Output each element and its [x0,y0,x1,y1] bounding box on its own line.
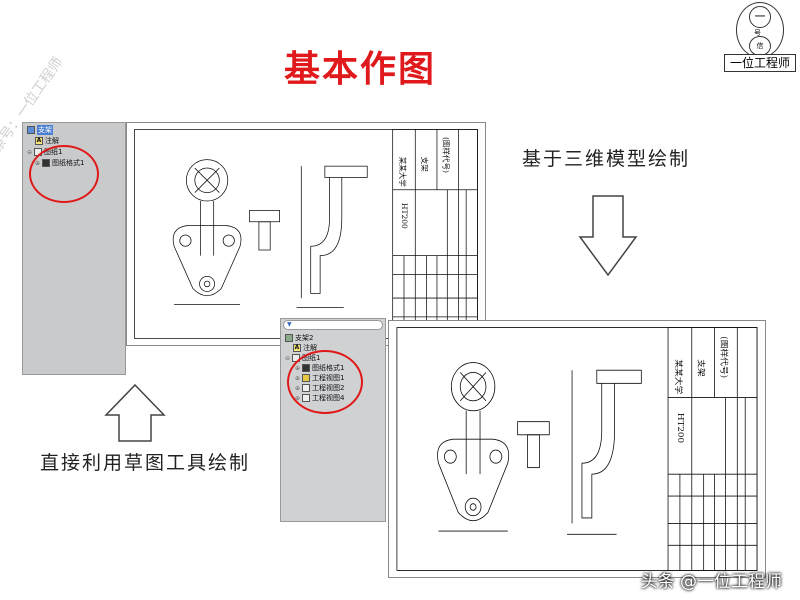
title-block-part: 支架 [420,157,430,173]
footer-credit: 头条 @一位工程师 [640,572,782,592]
tree-root[interactable]: 支架2 [285,333,313,343]
drawing-icon [285,334,293,342]
title-block-code: (图样代号) [720,336,729,378]
drawing-icon [27,126,35,134]
title-block-material: HT200 [676,413,685,443]
filter-icon: ▼ [287,321,292,328]
caption-3d-model: 基于三维模型绘制 [522,148,691,170]
title-block-material: HT200 [400,203,409,229]
highlight-circle [29,145,99,203]
drawing-graphics: 某某大学 支架 (图样代号) HT200 [134,129,478,339]
drawing-sheet-2: 某某大学 支架 (图样代号) HT200 [388,320,766,578]
title-block-school: 某某大学 [398,157,408,188]
filter-input[interactable]: ▼ [283,320,383,330]
caption-sketch-tools: 直接利用草图工具绘制 [40,452,251,474]
slide-title: 基本作图 [283,49,436,90]
title-block-part: 支架 [697,359,706,376]
title-block-school: 某某大学 [674,359,683,394]
arrow-up-icon [104,383,166,442]
annotation-icon: A [35,137,43,145]
highlight-circle [287,350,363,414]
annotation-icon: A [293,344,301,352]
drawing-sheet-1: 某某大学 支架 (图样代号) HT200 [126,122,486,346]
arrow-down-icon [578,195,638,277]
title-block-code: (图样代号) [442,137,452,173]
drawing-graphics: 某某大学 支架 (图样代号) HT200 [396,327,758,571]
logo-text: 一位工程师 [724,54,796,72]
logo: 一 号 信 一位工程师 [722,2,798,74]
tree-root[interactable]: 支架 [27,125,53,135]
